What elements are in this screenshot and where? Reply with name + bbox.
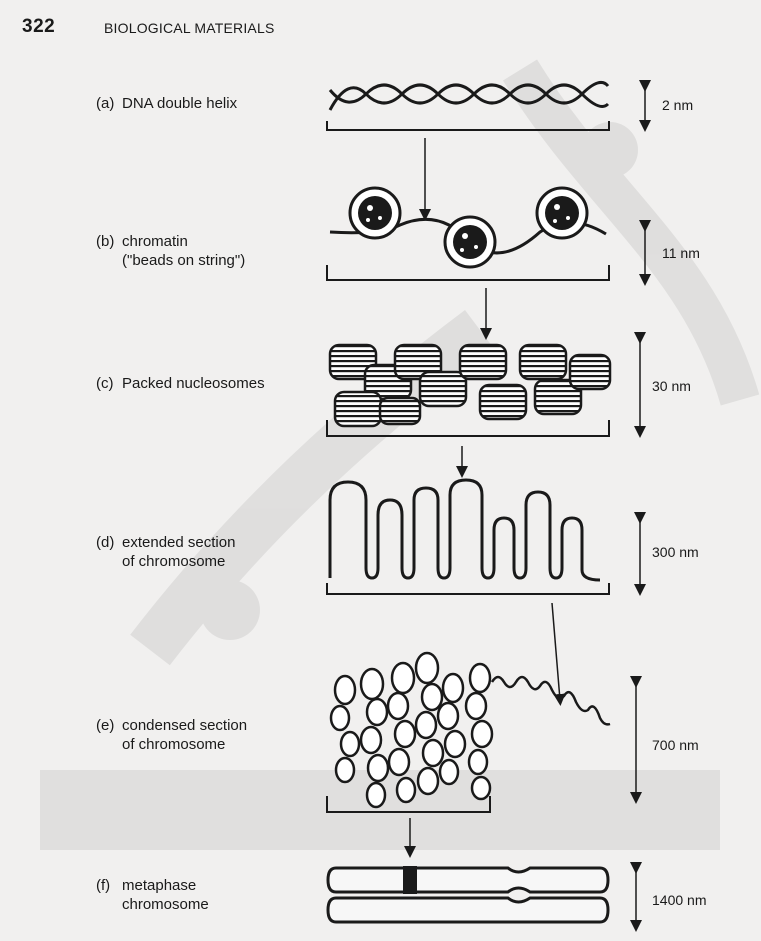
background-dna-watermark	[40, 70, 740, 850]
nucleosome-bead	[445, 217, 495, 267]
extended-coil-tail	[492, 677, 610, 724]
bracket-d	[327, 583, 609, 594]
packed-nucleosome-fiber	[330, 345, 610, 426]
metaphase-chromosome	[328, 868, 608, 922]
centromere-band	[403, 866, 417, 894]
extended-chromosome-loops	[330, 480, 600, 580]
nucleosome-bead	[350, 188, 400, 238]
nucleosome-bead	[537, 188, 587, 238]
arrow-d-to-e	[552, 603, 560, 700]
